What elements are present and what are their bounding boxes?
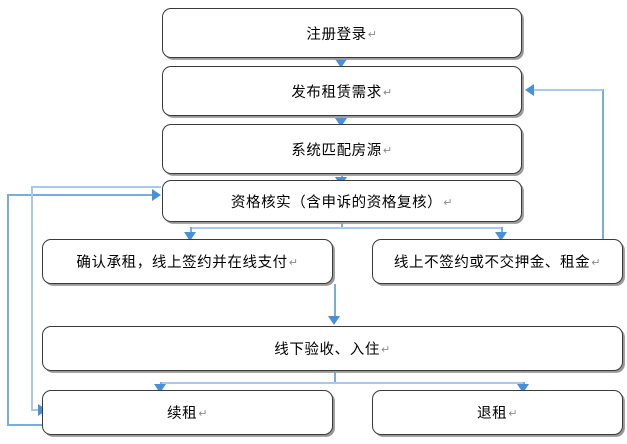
edge-verify-nosign-arrow — [495, 232, 507, 241]
node-confirm[interactable]: 确认承租，线上签约并在线支付↵ — [42, 239, 333, 284]
pilcrow-icon: ↵ — [508, 408, 519, 420]
pilcrow-icon: ↵ — [382, 144, 393, 157]
edge-checkin-split-bar — [160, 382, 524, 384]
node-publish[interactable]: 发布租赁需求↵ — [162, 66, 522, 116]
edge-nosign-publish-arrow — [525, 84, 534, 96]
edge-renew-verify-riser — [7, 194, 9, 425]
edge-confirm-renew-top — [31, 186, 161, 188]
edge-renew-verify-top — [7, 194, 156, 196]
node-match-label: 系统匹配房源 — [291, 142, 382, 159]
pilcrow-icon: ↵ — [288, 257, 299, 269]
node-verify-label: 资格核实（含申诉的资格复核） — [230, 194, 443, 211]
edge-checkin-terminate-arrow — [517, 384, 529, 393]
edge-checkin-split-stem — [334, 370, 336, 383]
pilcrow-icon: ↵ — [443, 196, 454, 209]
node-register[interactable]: 注册登录↵ — [162, 8, 522, 58]
node-verify[interactable]: 资格核实（含申诉的资格复核）↵ — [162, 180, 522, 222]
node-nosign[interactable]: 线上不签约或不交押金、租金↵ — [372, 239, 623, 284]
node-checkin[interactable]: 线下验收、入住↵ — [42, 326, 623, 371]
edge-register-publish-arrow — [335, 59, 347, 68]
edge-nosign-publish-top — [534, 89, 603, 91]
node-terminate-label: 退租 — [476, 406, 508, 422]
node-renew-label: 续租 — [166, 406, 198, 422]
pilcrow-icon: ↵ — [380, 344, 391, 356]
edge-verify-split-stem — [341, 219, 343, 228]
edge-publish-match-arrow — [335, 118, 347, 127]
edge-renew-verify-arrow — [152, 189, 161, 201]
node-confirm-label: 确认承租，线上签约并在线支付 — [76, 255, 288, 271]
pilcrow-icon: ↵ — [367, 28, 378, 41]
edge-confirm-renew-bottom — [31, 409, 43, 411]
node-checkin-label: 线下验收、入住 — [274, 342, 380, 358]
pilcrow-icon: ↵ — [382, 86, 393, 99]
node-match[interactable]: 系统匹配房源↵ — [162, 124, 522, 174]
edge-verify-nosign-drop — [501, 227, 503, 235]
edge-nosign-publish-riser — [602, 89, 604, 241]
pilcrow-icon: ↵ — [198, 408, 209, 420]
edge-confirm-renew-riser — [31, 186, 33, 410]
node-publish-label: 发布租赁需求 — [291, 84, 382, 101]
node-nosign-label: 线上不签约或不交押金、租金 — [393, 255, 591, 271]
pilcrow-icon: ↵ — [591, 257, 602, 269]
node-terminate[interactable]: 退租↵ — [372, 390, 623, 435]
node-register-label: 注册登录 — [306, 26, 367, 43]
edge-verify-confirm-arrow — [184, 232, 196, 241]
edge-checkin-renew-arrow — [154, 384, 166, 393]
edge-verify-confirm-drop — [190, 227, 192, 235]
edge-verify-split-bar — [190, 227, 502, 229]
edge-confirm-checkin-arrow — [328, 316, 340, 325]
edge-renew-verify-bottom — [7, 424, 43, 426]
node-renew[interactable]: 续租↵ — [42, 390, 333, 435]
edge-confirm-checkin-line — [334, 284, 336, 322]
